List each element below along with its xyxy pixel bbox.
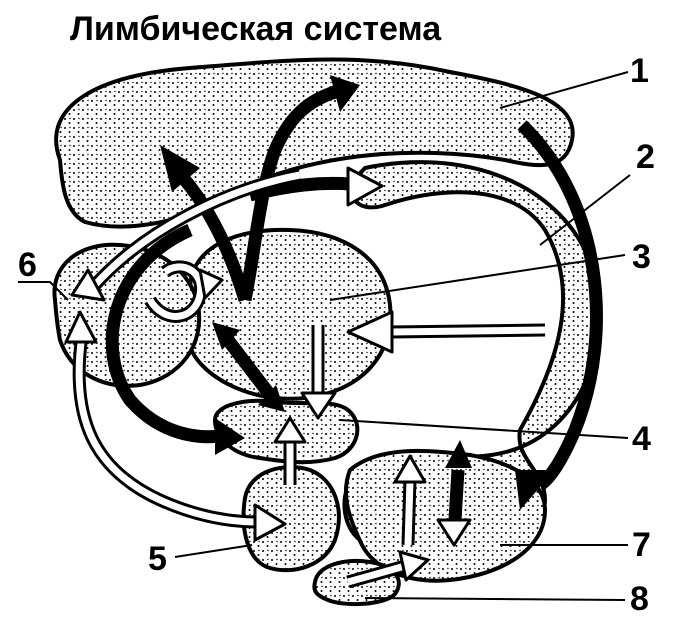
arrow-white-5-to-4-head [273, 416, 307, 444]
arrow-cortex-to-7-head [515, 470, 555, 510]
arrow-center-upleft-head [160, 145, 200, 192]
arrow-7-vertical-head-down [436, 518, 472, 547]
arrow-white-3-to-4-head [300, 391, 337, 420]
arrow-white-8-up-head [393, 454, 427, 484]
leader-1 [499, 71, 629, 109]
leader-8 [364, 597, 626, 601]
arrow-top-to-arc [248, 176, 351, 202]
arrow-7-vertical-head-up [445, 440, 472, 468]
label-6: 6 [18, 246, 37, 284]
label-5: 5 [148, 540, 167, 578]
structure-1-cortex [54, 57, 575, 229]
leader-2 [539, 174, 631, 246]
arrow-3-4-head-a [212, 322, 240, 350]
arrow-white-curl-head [198, 268, 224, 300]
leader-3 [329, 254, 626, 301]
arrow-white-horizontal-head [346, 310, 394, 354]
label-8: 8 [630, 580, 649, 618]
arrow-white-6-to-5-head [253, 503, 287, 542]
arrow-3-4-head-b [258, 385, 285, 412]
leader-6 [18, 281, 69, 301]
label-1: 1 [630, 52, 649, 90]
label-2: 2 [636, 138, 655, 176]
label-4: 4 [632, 420, 651, 458]
leader-5 [174, 544, 253, 558]
arrow-white-8-to-7-head [398, 550, 430, 582]
arrow-white-diagonal-head [70, 268, 106, 302]
leader-4 [339, 419, 629, 439]
arrow-center-up [238, 85, 338, 302]
arrow-cortex-to-7 [517, 120, 603, 491]
structure-3-thalamus [184, 227, 393, 401]
arrow-white-6-up-head [64, 310, 98, 344]
arrow-loop-to-4-head [215, 418, 245, 455]
label-7: 7 [632, 526, 651, 564]
arrow-center-upleft [179, 175, 252, 302]
diagram-title: Лимбическая система [70, 10, 442, 48]
arrow-3-4-double [222, 336, 276, 399]
arrow-center-up-head [330, 75, 360, 112]
label-3: 3 [632, 238, 651, 276]
arrow-loop-to-4 [105, 224, 227, 444]
arrow-7-vertical [448, 469, 465, 521]
arrow-top-to-arc-head [346, 166, 384, 207]
